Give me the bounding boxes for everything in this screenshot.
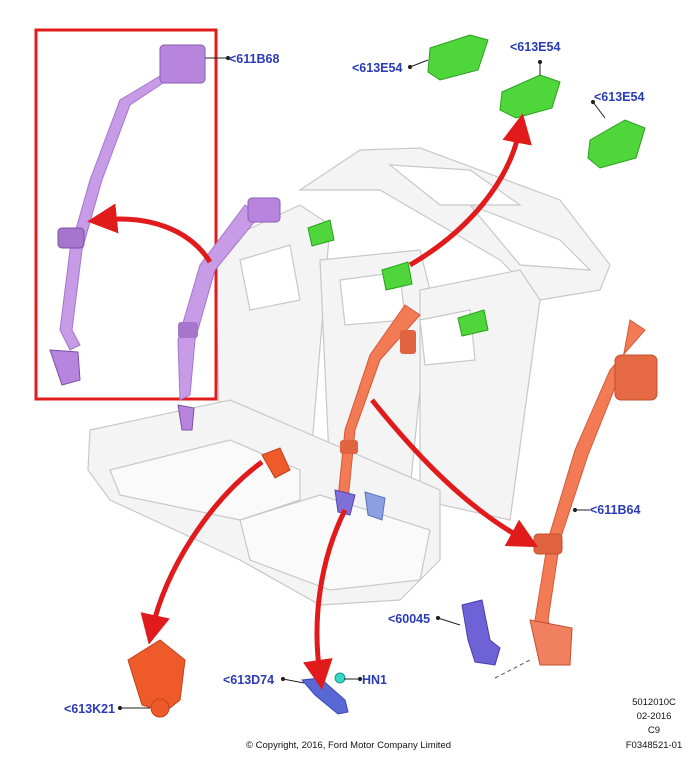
- callout-613e54-right: <613E54: [594, 90, 645, 104]
- location-arrows: [87, 113, 539, 690]
- buckle-part-613k21: [127, 447, 291, 718]
- rear-seat-assembly: [87, 147, 611, 606]
- centre-belt-installed: [334, 304, 421, 521]
- diagram-revision: C9: [647, 725, 661, 736]
- left-belt-detail: [49, 44, 206, 386]
- callout-613k21: <613K21: [64, 702, 116, 716]
- detail-highlight-box: [34, 28, 218, 401]
- diagram-code: 5012010C: [632, 697, 676, 708]
- buckle-part-60045: [461, 599, 501, 666]
- callout-60045: <60045: [388, 612, 431, 626]
- left-belt-installed: [177, 197, 281, 431]
- bracket-part-613d74: [300, 672, 349, 715]
- diagram-date: 02-2016: [636, 711, 672, 722]
- diagram-number: F0348521-01: [625, 740, 683, 751]
- callout-613d74: <613D74: [223, 673, 275, 687]
- callout-613e54-left: <613E54: [352, 61, 403, 75]
- callout-611b68: <611B68: [229, 52, 280, 66]
- leader-lines: [117, 55, 606, 711]
- callout-613e54-top: <613E54: [510, 40, 561, 54]
- copyright-notice: © Copyright, 2016, Ford Motor Company Li…: [246, 740, 452, 751]
- callout-hn1: HN1: [362, 673, 388, 687]
- callout-611b64: <611B64: [590, 503, 641, 517]
- headrest-guides: [307, 34, 646, 337]
